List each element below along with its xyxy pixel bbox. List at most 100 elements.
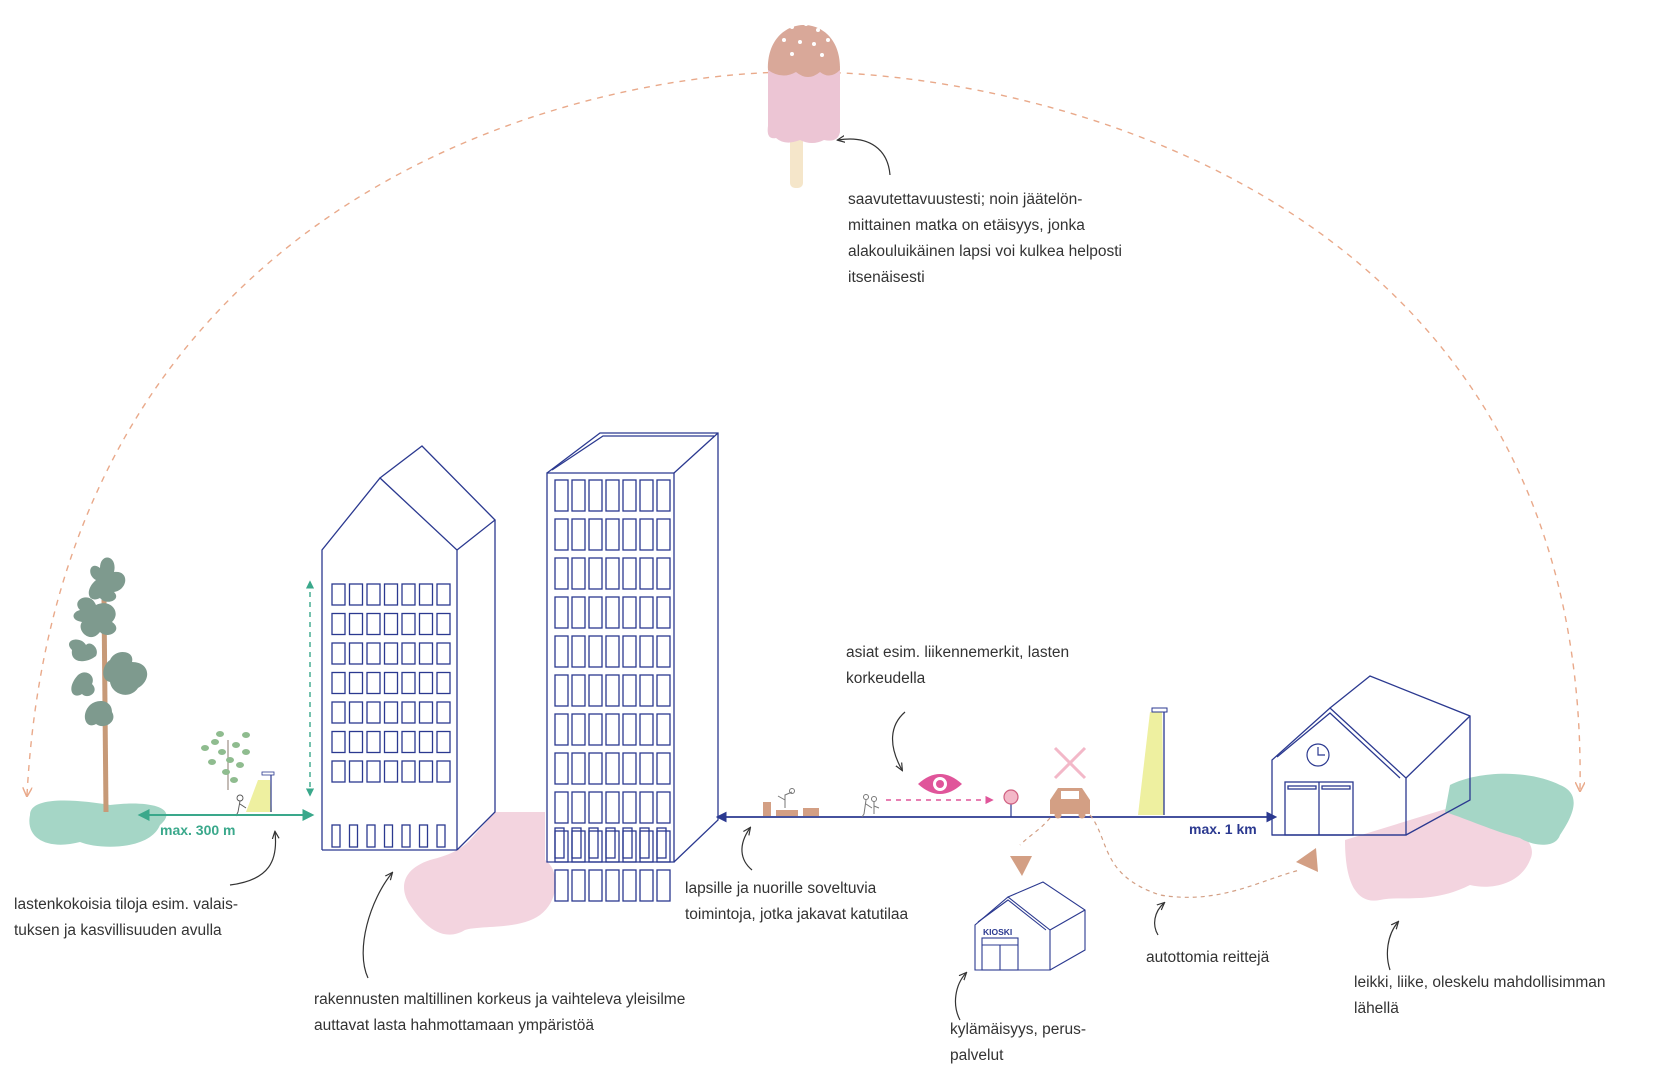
- window: [571, 596, 586, 629]
- street-lamp-icon: [1138, 707, 1168, 815]
- window: [571, 752, 586, 785]
- window: [436, 760, 451, 783]
- window: [366, 701, 381, 724]
- window: [348, 760, 364, 783]
- window: [622, 830, 637, 863]
- short-distance-label: max. 300 m: [160, 822, 236, 838]
- window: [605, 674, 620, 707]
- window: [656, 596, 671, 629]
- ground-window: [366, 824, 376, 848]
- window: [588, 674, 603, 707]
- window: [571, 674, 586, 707]
- window: [588, 596, 603, 629]
- window: [571, 713, 586, 746]
- window: [571, 869, 586, 902]
- window: [656, 830, 671, 863]
- window: [656, 674, 671, 707]
- window: [639, 557, 654, 590]
- window: [418, 612, 434, 636]
- window: [436, 642, 451, 665]
- buildings-pointer: [362, 873, 392, 979]
- window: [639, 479, 654, 512]
- eye-icon: [918, 774, 962, 794]
- clock-icon: [1306, 743, 1330, 767]
- activities-annotation: lapsille ja nuorille soveltuvia toiminto…: [685, 880, 909, 923]
- window: [436, 730, 451, 754]
- window: [383, 583, 399, 606]
- window: [401, 583, 416, 606]
- child-icon: [235, 794, 247, 817]
- window: [383, 642, 399, 665]
- window: [656, 713, 671, 746]
- window: [418, 671, 434, 695]
- window: [622, 635, 637, 668]
- window: [605, 752, 620, 785]
- window: [366, 583, 381, 606]
- street-lamp-icon: [246, 771, 275, 812]
- ground-window: [331, 824, 341, 848]
- kiosk-label: KIOSKI: [983, 927, 1012, 937]
- ground-window: [639, 827, 650, 859]
- child-spaces-annotation: lastenkokoisia tiloja esim. valais- tuks…: [14, 896, 238, 939]
- window: [366, 730, 381, 754]
- window: [588, 791, 603, 824]
- window: [418, 730, 434, 754]
- window: [383, 730, 399, 754]
- window: [331, 583, 346, 606]
- window: [331, 701, 346, 724]
- window: [366, 760, 381, 783]
- bench-icon: [763, 802, 819, 816]
- window: [418, 583, 434, 606]
- window: [331, 671, 346, 695]
- window: [639, 791, 654, 824]
- window: [588, 518, 603, 551]
- window: [571, 557, 586, 590]
- window: [656, 635, 671, 668]
- window: [622, 752, 637, 785]
- ground-window: [418, 824, 429, 848]
- window: [348, 701, 364, 724]
- window: [571, 518, 586, 551]
- window: [656, 869, 671, 902]
- window: [656, 479, 671, 512]
- window: [622, 869, 637, 902]
- window: [366, 642, 381, 665]
- window: [571, 635, 586, 668]
- window: [639, 869, 654, 902]
- window: [554, 752, 569, 785]
- tower-building: [546, 432, 719, 902]
- ground-window: [554, 827, 565, 859]
- window: [418, 760, 434, 783]
- window: [639, 596, 654, 629]
- window: [571, 791, 586, 824]
- window: [418, 701, 434, 724]
- window: [554, 557, 569, 590]
- window: [588, 635, 603, 668]
- window: [554, 830, 569, 863]
- window: [348, 730, 364, 754]
- window: [383, 612, 399, 636]
- gabled-building: [321, 445, 496, 851]
- window: [622, 713, 637, 746]
- window: [383, 671, 399, 695]
- window: [383, 760, 399, 783]
- ground-window: [348, 824, 359, 848]
- window: [571, 830, 586, 863]
- tree-icon: [69, 557, 148, 813]
- signs-pointer: [891, 711, 906, 770]
- window: [348, 612, 364, 636]
- window: [348, 671, 364, 695]
- right-green-area: [1445, 773, 1574, 845]
- window: [656, 791, 671, 824]
- window: [639, 713, 654, 746]
- window: [588, 713, 603, 746]
- reachability-arc: [27, 71, 1580, 795]
- play-pointer: [1386, 922, 1398, 971]
- window: [639, 674, 654, 707]
- window: [605, 479, 620, 512]
- window: [588, 479, 603, 512]
- window: [656, 752, 671, 785]
- window: [605, 635, 620, 668]
- ground-window: [436, 824, 446, 848]
- window: [554, 791, 569, 824]
